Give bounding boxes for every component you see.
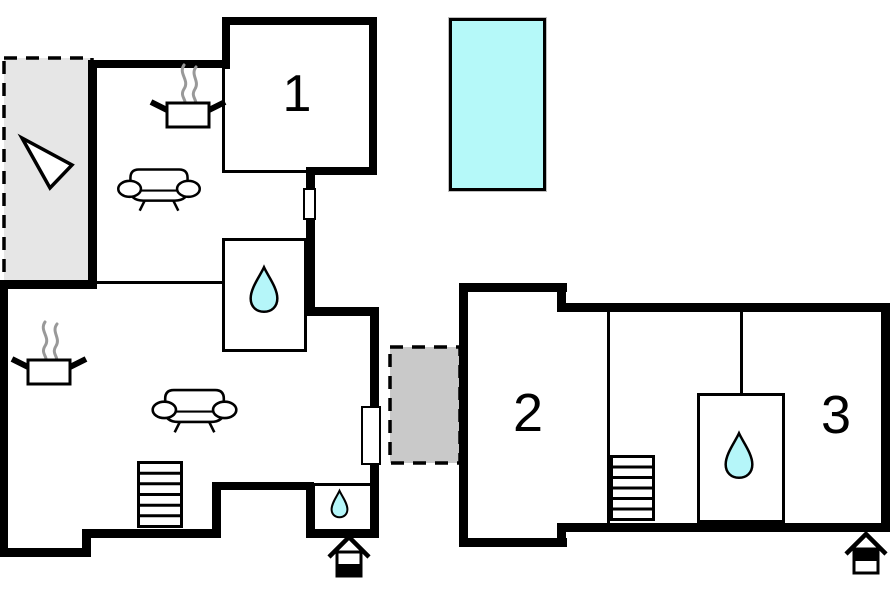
wall xyxy=(370,463,379,532)
wall xyxy=(306,307,379,316)
wall xyxy=(306,175,315,189)
entrance-icon xyxy=(844,530,888,575)
wall xyxy=(459,283,468,547)
wall xyxy=(557,283,566,312)
door xyxy=(303,188,316,220)
wall xyxy=(306,218,315,309)
wall xyxy=(557,523,890,532)
wall xyxy=(0,548,88,557)
sofa-icon xyxy=(151,388,238,433)
door xyxy=(361,406,381,465)
north-arrow-icon xyxy=(17,133,75,191)
room-1-label: 1 xyxy=(282,65,312,123)
wall xyxy=(212,482,314,490)
wall xyxy=(82,529,218,538)
wall xyxy=(222,170,309,173)
wall xyxy=(88,60,229,68)
wall xyxy=(222,17,230,69)
swimming-pool xyxy=(449,18,546,191)
wall xyxy=(459,538,567,547)
wall xyxy=(459,283,567,292)
wall xyxy=(557,523,566,547)
wall xyxy=(306,529,379,538)
stove-icon xyxy=(149,63,227,129)
wall xyxy=(313,483,371,486)
wall xyxy=(88,281,222,284)
entrance-icon xyxy=(327,533,371,578)
sofa-icon xyxy=(117,168,201,212)
wall xyxy=(607,312,610,523)
wall xyxy=(0,280,90,289)
wall xyxy=(370,316,379,407)
wall xyxy=(306,167,377,175)
stairs-icon xyxy=(137,461,183,528)
terrace-middle xyxy=(388,345,462,465)
wall xyxy=(222,69,225,173)
wall xyxy=(369,17,377,175)
wall xyxy=(740,312,743,396)
stove-icon xyxy=(10,320,88,386)
wall xyxy=(212,482,221,538)
wall xyxy=(881,303,890,532)
wall xyxy=(557,303,890,312)
room-2-label: 2 xyxy=(512,383,544,443)
water-drop-icon xyxy=(723,429,755,482)
water-drop-icon xyxy=(330,489,349,519)
room-3-label: 3 xyxy=(820,385,852,445)
wall xyxy=(222,17,377,25)
water-drop-icon xyxy=(248,263,280,316)
wall xyxy=(88,60,97,289)
stairs-icon xyxy=(610,455,655,521)
wall xyxy=(306,483,315,538)
wall xyxy=(82,529,91,557)
wall xyxy=(0,283,8,557)
